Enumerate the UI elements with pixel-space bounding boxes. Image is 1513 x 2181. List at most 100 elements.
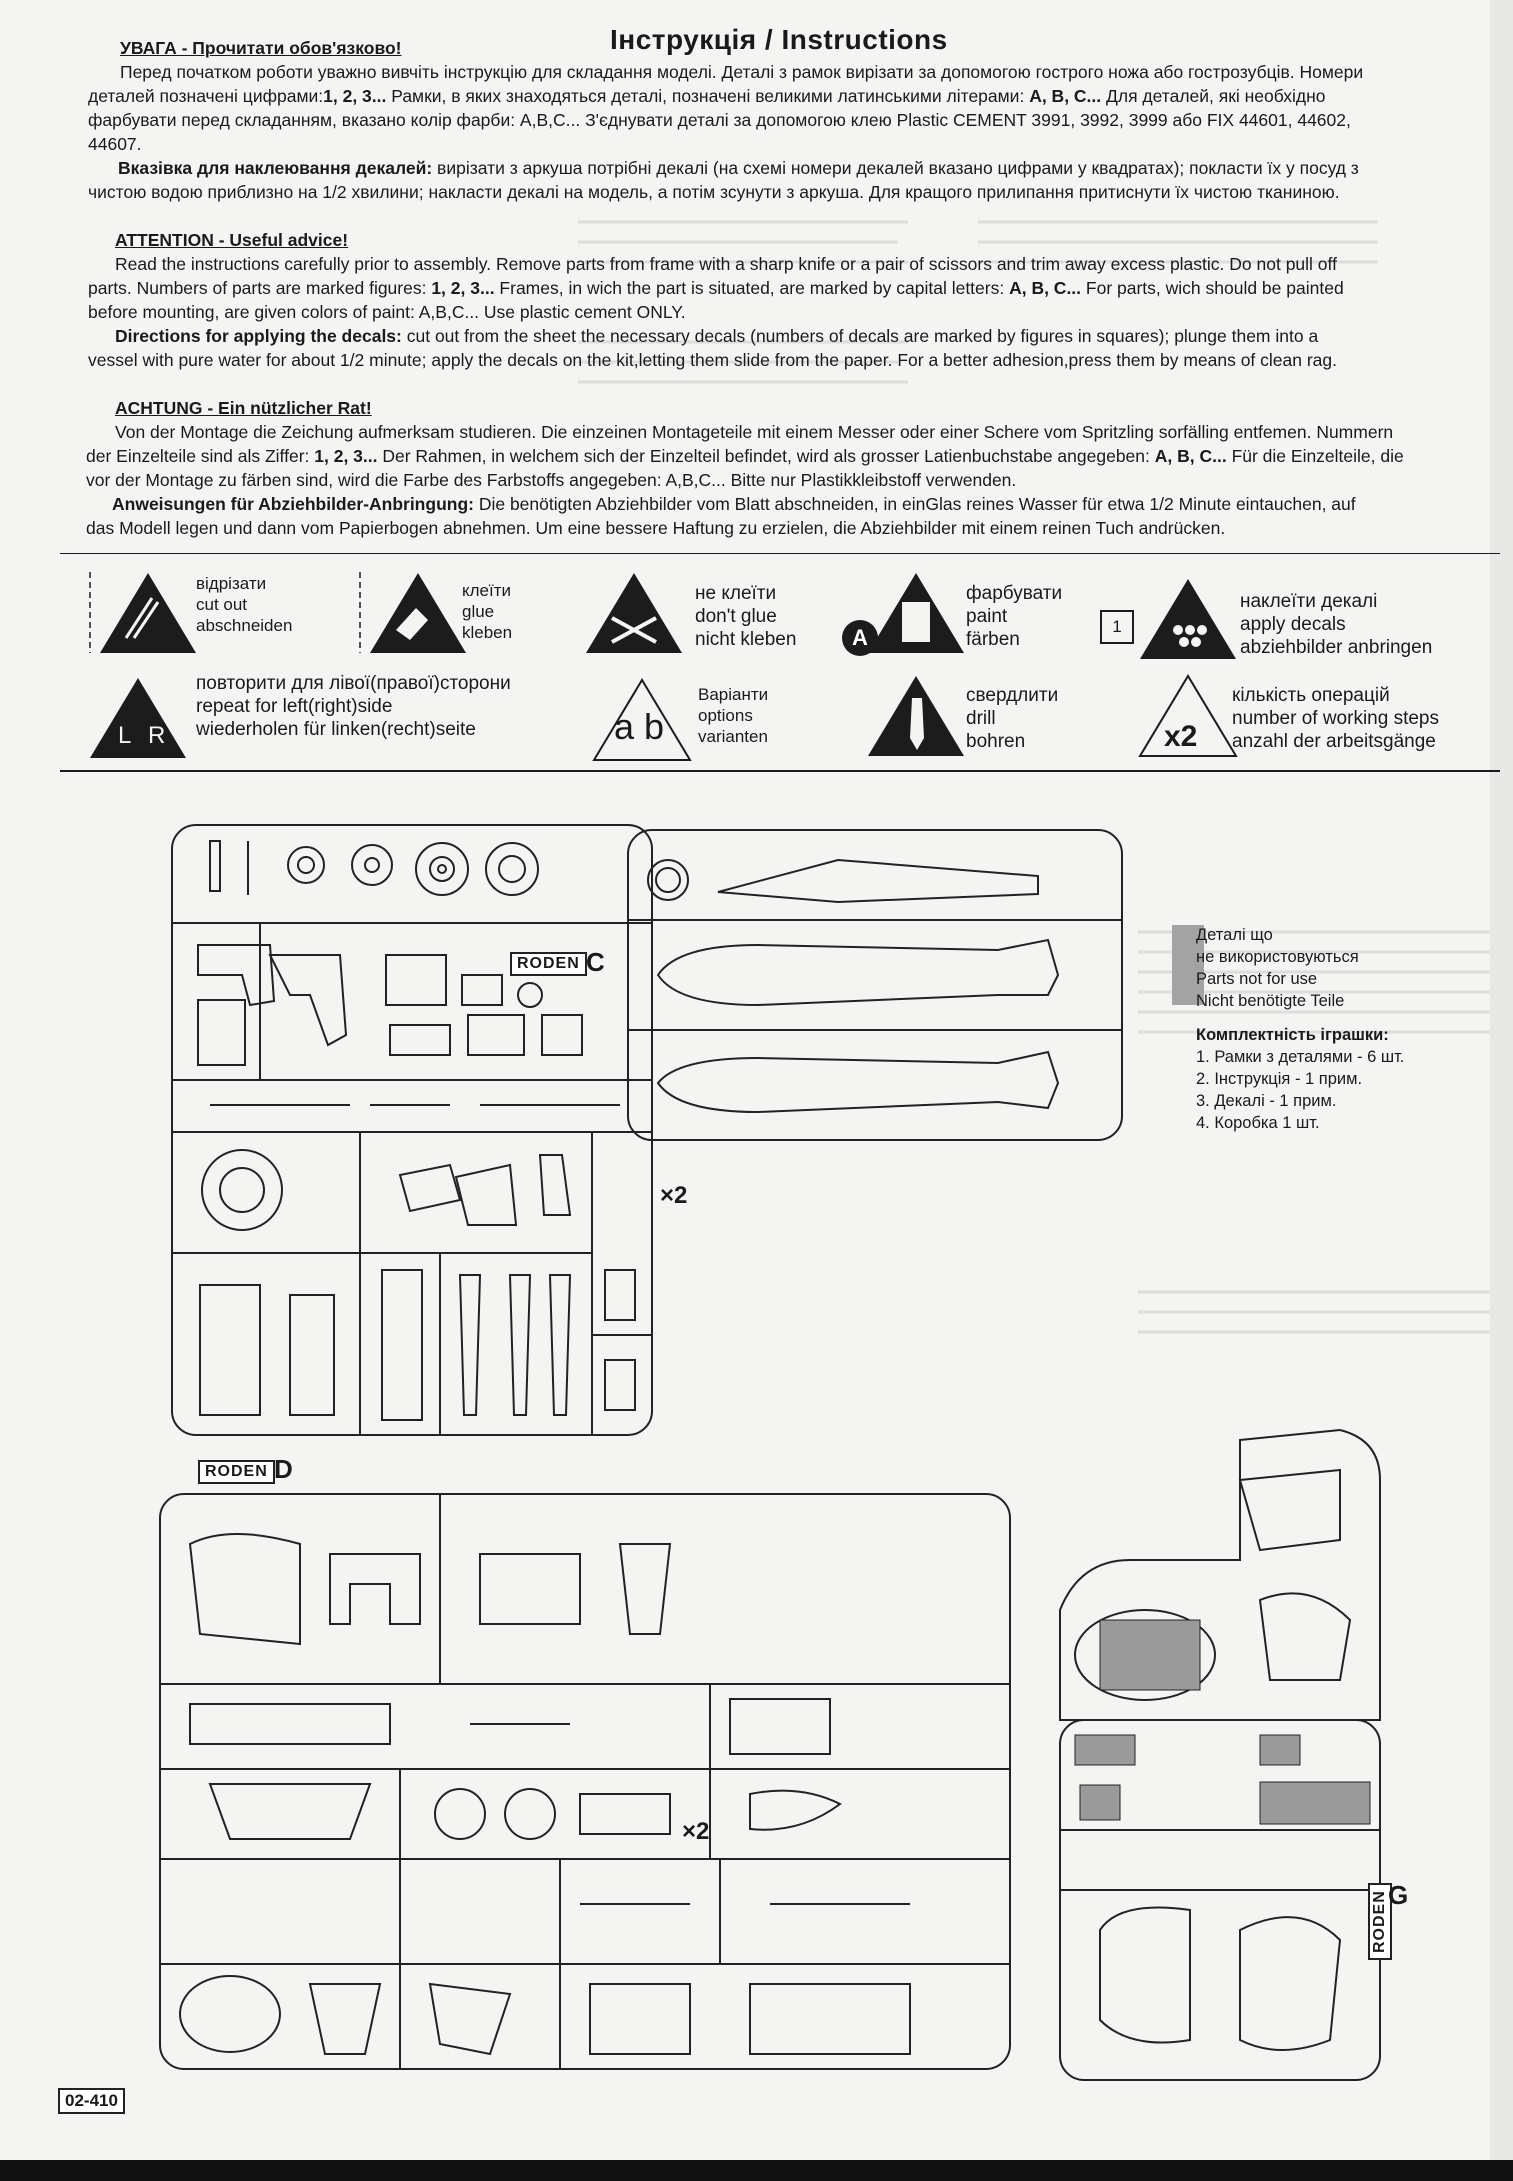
no-glue-label-ua: не клеїти [695,583,777,604]
steps-label-en: number of working steps [1232,708,1439,729]
options-ab: a b [614,706,665,747]
paint-label-en: paint [966,606,1008,627]
cut-label: відрізати cut out abschneiden [196,573,292,636]
drill-label-ua: свердлити [966,685,1059,706]
decal-number-square: 1 [1100,610,1134,644]
paint-label-de: färben [966,629,1020,650]
eng-p1: Read the instructions carefully prior to… [115,254,1337,274]
no-glue-label-de: nicht kleben [695,629,797,650]
steps-x2: x2 [1164,720,1198,753]
repeat-l: L [118,722,132,749]
glue-label-ua: клеїти [462,581,512,600]
ger-decal: Anweisungen für Abziehbilder-Anbringung:… [112,492,1356,516]
eng-p2-e: For parts, wich should be painted [1081,278,1344,298]
ukr-p2: деталей позначені цифрами:1, 2, 3... Рам… [88,84,1325,108]
page-code: 02-410 [58,2088,125,2114]
eng-p2-c: Frames, in wich the part is situated, ar… [494,278,1010,298]
sprue-c-quantity: ×2 [660,1182,688,1209]
cut-symbol [89,572,196,653]
contents-item-1: 1. Рамки з деталями - 6 шт. [1196,1048,1405,1066]
ger-p2-e: Für die Einzelteile, die [1226,446,1404,466]
drill-symbol [868,676,964,756]
ger-p3: vor der Montage zu färben sind, wird die… [86,470,1017,490]
options-label-ua: Варіанти [698,685,769,704]
repeat-label: повторити для лівої(правої)сторони repea… [196,672,511,741]
unused-label-en: Parts not for use [1196,970,1318,988]
options-label: Варіанти options varianten [698,684,768,747]
sprue-d-letter: D [274,1454,293,1484]
sprue-g [1059,1428,1381,2081]
contents-item-2: 2. Інструкція - 1 прим. [1196,1070,1363,1088]
sprue-c [171,824,653,1436]
repeat-label-ua: повторити для лівої(правої)сторони [196,673,511,694]
eng-p2-b: 1, 2, 3... [431,278,495,298]
drill-label-en: drill [966,708,996,729]
unused-label-de: Nicht benötigte Teile [1196,992,1345,1010]
paint-label: фарбувати paint färben [966,582,1062,651]
ukr-p2-a: деталей позначені цифрами: [88,86,324,106]
ukr-p2-e: Для деталей, які необхідно [1101,86,1326,106]
sprue-g-letter: G [1388,1880,1409,1910]
steps-label: кількість операцій number of working ste… [1232,684,1439,753]
sprue-d-quantity: ×2 [682,1818,710,1845]
ukr-p2-b: 1, 2, 3... [323,86,387,106]
eng-p2: parts. Numbers of parts are marked figur… [88,276,1344,300]
unused-label-ua2: не використовуються [1196,948,1359,966]
ukr-p2-c: Рамки, в яких знаходяться деталі, познач… [386,86,1030,106]
no-glue-symbol [586,573,682,653]
sprue-c-letter: C [586,947,605,977]
ukr-p3: фарбувати перед складанням, вказано колі… [88,110,1351,130]
steps-label-de: anzahl der arbeitsgänge [1232,731,1436,752]
drill-label-de: bohren [966,731,1026,752]
eng-p2-d: A, B, C... [1009,278,1082,298]
eng-decal-text: cut out from the sheet the necessary dec… [401,326,1319,346]
steps-label-ua: кількість операцій [1232,685,1390,706]
ukr-decal: Вказівка для наклеювання декалей: виріза… [118,156,1359,180]
ukr-p4: 44607. [88,134,142,154]
unused-label-ua1: Деталі що [1196,926,1273,944]
ukr-heading: УВАГА - Прочитати обов'язково! [120,38,402,58]
paint-symbol [868,573,964,653]
options-symbol [592,678,692,761]
paint-label-ua: фарбувати [966,583,1063,604]
no-glue-label-en: don't glue [695,606,777,627]
repeat-label-en: repeat for left(right)side [196,696,393,717]
options-label-en: options [698,706,753,725]
options-label-de: varianten [698,727,768,746]
decals-label-ua: наклеїти декалі [1240,591,1378,612]
contents-item-3: 3. Декалі - 1 прим. [1196,1092,1337,1110]
decal-symbol [1140,579,1236,659]
unused-parts-swatch [1172,925,1204,1005]
symbols-top-rule [60,553,1500,554]
eng-decal-heading: Directions for applying the decals: [115,326,402,346]
eng-decal: Directions for applying the decals: cut … [115,324,1318,348]
ukr-decal-text: вирізати з аркуша потрібні декалі (на сх… [432,158,1359,178]
ukr-decal-heading: Вказівка для наклеювання декалей: [118,158,433,178]
glue-symbol [359,572,466,653]
decals-label-en: apply decals [1240,614,1346,635]
ukr-p1: Перед початком роботи уважно вивчіть інс… [120,62,1364,82]
contents-item-4: 4. Коробка 1 шт. [1196,1114,1320,1132]
cut-label-de: abschneiden [196,616,293,635]
ger-p2-c: Der Rahmen, in welchem sich der Einzelte… [377,446,1155,466]
page-title: Інструкція / Instructions [610,24,948,55]
cut-label-en: cut out [196,595,248,614]
ger-p2: der Einzelteile sind als Ziffer: 1, 2, 3… [86,444,1404,468]
symbols-bottom-rule [60,770,1500,772]
repeat-r: R [148,722,166,749]
glue-label: клеїти glue kleben [462,580,512,643]
ger-decal-heading: Anweisungen für Abziehbilder-Anbringung: [112,494,474,514]
cut-label-ua: відрізати [196,574,267,593]
contents-title: Комплектність іграшки: [1196,1026,1389,1044]
page-edge [1490,0,1513,2181]
decals-label: наклеїти декалі apply decals abziehbilde… [1240,590,1432,659]
glue-label-en: glue [462,602,495,621]
scan-bottom-edge [0,2160,1513,2181]
glue-label-de: kleben [462,623,513,642]
ukr-decal-text2: чистою водою приблизно на 1/2 хвилини; н… [88,182,1340,202]
ger-heading: ACHTUNG - Ein nützlicher Rat! [115,398,372,418]
decals-label-de: abziehbilder anbringen [1240,637,1433,658]
ger-decal-text2: das Modell legen und dann vom Papierboge… [86,518,1226,538]
eng-decal-text2: vessel with pure water for about 1/2 min… [88,350,1338,370]
